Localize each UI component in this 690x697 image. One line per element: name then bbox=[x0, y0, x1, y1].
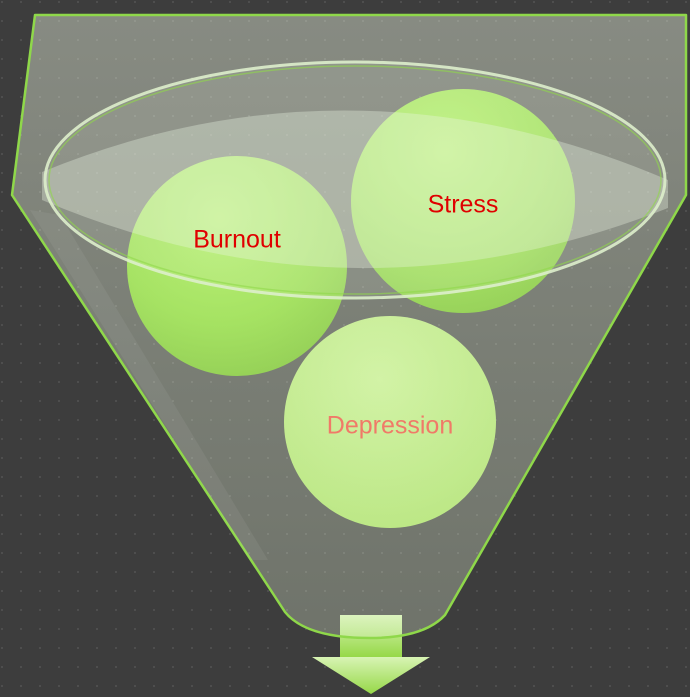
funnel-mouth bbox=[43, 60, 667, 300]
depression-label: Depression bbox=[326, 411, 454, 440]
funnel-body bbox=[10, 13, 688, 640]
funnel-rim-band bbox=[42, 110, 668, 269]
funnel-mouth-edge bbox=[48, 65, 662, 295]
burnout-label: Burnout bbox=[193, 225, 281, 254]
funnel-highlight bbox=[30, 210, 268, 560]
stress-label: Stress bbox=[427, 190, 499, 219]
